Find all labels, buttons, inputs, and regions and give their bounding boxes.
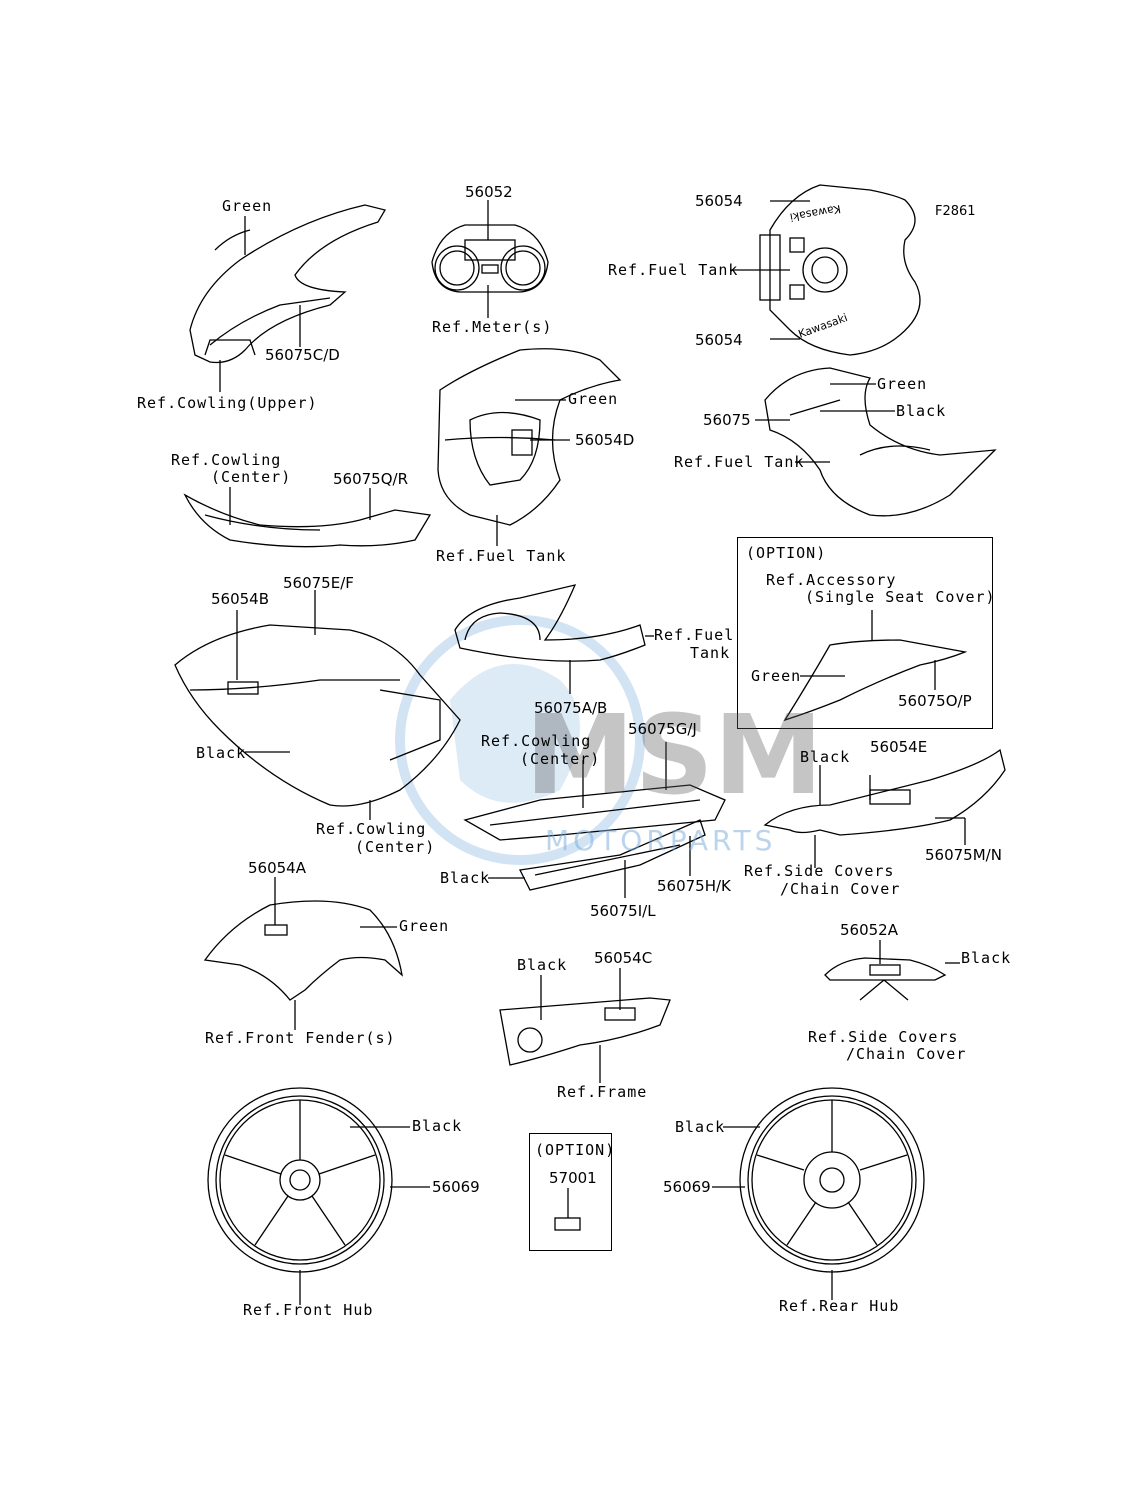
- label-ref-cowling-center-1b: (Center): [211, 468, 292, 486]
- watermark-logo: [395, 615, 645, 865]
- grab-rail-drawing: [824, 957, 947, 981]
- label-option-1: (OPTION): [746, 544, 827, 562]
- part-56075EF: 56075E/F: [283, 574, 354, 592]
- figure-code: F2861: [935, 204, 976, 219]
- label-green-tank: Green: [877, 375, 928, 393]
- part-56075MN: 56075M/N: [925, 846, 1002, 864]
- part-56054D: 56054D: [575, 431, 635, 449]
- center-cowl-stripes-drawing: [463, 784, 726, 891]
- label-ref-cowling-center-3b: (Center): [520, 750, 601, 768]
- part-56075QR: 56075Q/R: [333, 470, 408, 488]
- frame-cover-drawing: [499, 997, 671, 1066]
- part-56054-bottom: 56054: [695, 331, 743, 349]
- part-56075CD: 56075C/D: [265, 346, 340, 364]
- part-56054B: 56054B: [211, 590, 270, 608]
- option-box-seat-cover: [737, 537, 993, 729]
- label-ref-cowling-center-2b: (Center): [355, 838, 436, 856]
- label-black-lower: Black: [440, 869, 491, 887]
- label-green-cover: Green: [568, 390, 619, 408]
- svg-text:Kawasaki: Kawasaki: [789, 202, 842, 224]
- label-green-seat: Green: [751, 667, 802, 685]
- lower-cowl-drawing: [183, 493, 432, 548]
- part-56054-top: 56054: [695, 192, 743, 210]
- part-56054C: 56054C: [594, 949, 653, 967]
- label-ref-front-fender: Ref.Front Fender(s): [205, 1029, 396, 1047]
- meter-drawing: [431, 224, 549, 293]
- part-56054A: 56054A: [248, 859, 306, 877]
- part-56069-left: 56069: [432, 1178, 480, 1196]
- label-ref-cowling-upper: Ref.Cowling(Upper): [137, 394, 318, 412]
- label-black-tail: Black: [800, 748, 851, 766]
- label-ref-frame: Ref.Frame: [557, 1083, 648, 1101]
- label-ref-accessory-a: Ref.Accessory: [766, 571, 897, 589]
- label-ref-side-covers-2a: Ref.Side Covers: [808, 1028, 959, 1046]
- part-56075IL: 56075I/L: [590, 902, 656, 920]
- label-ref-side-covers-1a: Ref.Side Covers: [744, 862, 895, 880]
- side-fairing-drawing: [174, 624, 461, 807]
- part-56075: 56075: [703, 411, 751, 429]
- label-ref-front-hub: Ref.Front Hub: [243, 1301, 374, 1319]
- label-ref-fuel-tank-2: Ref.Fuel Tank: [674, 453, 805, 471]
- label-black-wheel-right: Black: [675, 1118, 726, 1136]
- label-black-tank: Black: [896, 402, 947, 420]
- label-green-fender: Green: [399, 917, 450, 935]
- part-57001: 57001: [549, 1169, 597, 1187]
- label-ref-side-covers-1b: /Chain Cover: [780, 880, 901, 898]
- label-black-grab: Black: [961, 949, 1012, 967]
- part-56052A: 56052A: [840, 921, 898, 939]
- part-56075AB: 56075A/B: [534, 699, 608, 717]
- part-56069-right: 56069: [663, 1178, 711, 1196]
- part-56075OP: 56075O/P: [898, 692, 972, 710]
- watermark-subtext: MOTORPARTS: [545, 824, 777, 857]
- label-ref-meter: Ref.Meter(s): [432, 318, 553, 336]
- label-ref-accessory-b: (Single Seat Cover): [805, 588, 996, 606]
- single-seat-cover-drawing: [783, 639, 968, 722]
- label-ref-cowling-center-3a: Ref.Cowling: [481, 732, 592, 750]
- part-56052: 56052: [465, 183, 513, 201]
- label-ref-fuel-tank-1: Ref.Fuel Tank: [608, 261, 739, 279]
- rear-wheel-drawing: [739, 1087, 925, 1273]
- option-box-emblem: [529, 1133, 612, 1251]
- side-panel-drawing: [454, 584, 646, 662]
- fuel-tank-side-drawing: [764, 367, 997, 517]
- label-ref-fuel-tank-4b: Tank: [690, 644, 731, 662]
- svg-text:Kawasaki: Kawasaki: [797, 311, 850, 341]
- front-wheel-drawing: [207, 1087, 393, 1273]
- label-black-wheel-left: Black: [412, 1117, 463, 1135]
- label-ref-cowling-center-2a: Ref.Cowling: [316, 820, 427, 838]
- part-56075HK: 56075H/K: [657, 877, 731, 895]
- label-ref-cowling-center-1a: Ref.Cowling: [171, 451, 282, 469]
- front-fender-drawing: [203, 900, 403, 1001]
- label-black-frame: Black: [517, 956, 568, 974]
- upper-cowl-drawing: [189, 204, 386, 364]
- part-56054E: 56054E: [870, 738, 928, 756]
- label-green-cowl: Green: [222, 197, 273, 215]
- label-ref-fuel-tank-4a: Ref.Fuel: [654, 626, 735, 644]
- label-ref-rear-hub: Ref.Rear Hub: [779, 1297, 900, 1315]
- label-option-2: (OPTION): [535, 1141, 616, 1159]
- label-black-side: Black: [196, 744, 247, 762]
- label-ref-fuel-tank-3: Ref.Fuel Tank: [436, 547, 567, 565]
- watermark-text: MSM: [525, 691, 824, 819]
- part-56075GJ: 56075G/J: [628, 720, 697, 738]
- label-ref-side-covers-2b: /Chain Cover: [846, 1045, 967, 1063]
